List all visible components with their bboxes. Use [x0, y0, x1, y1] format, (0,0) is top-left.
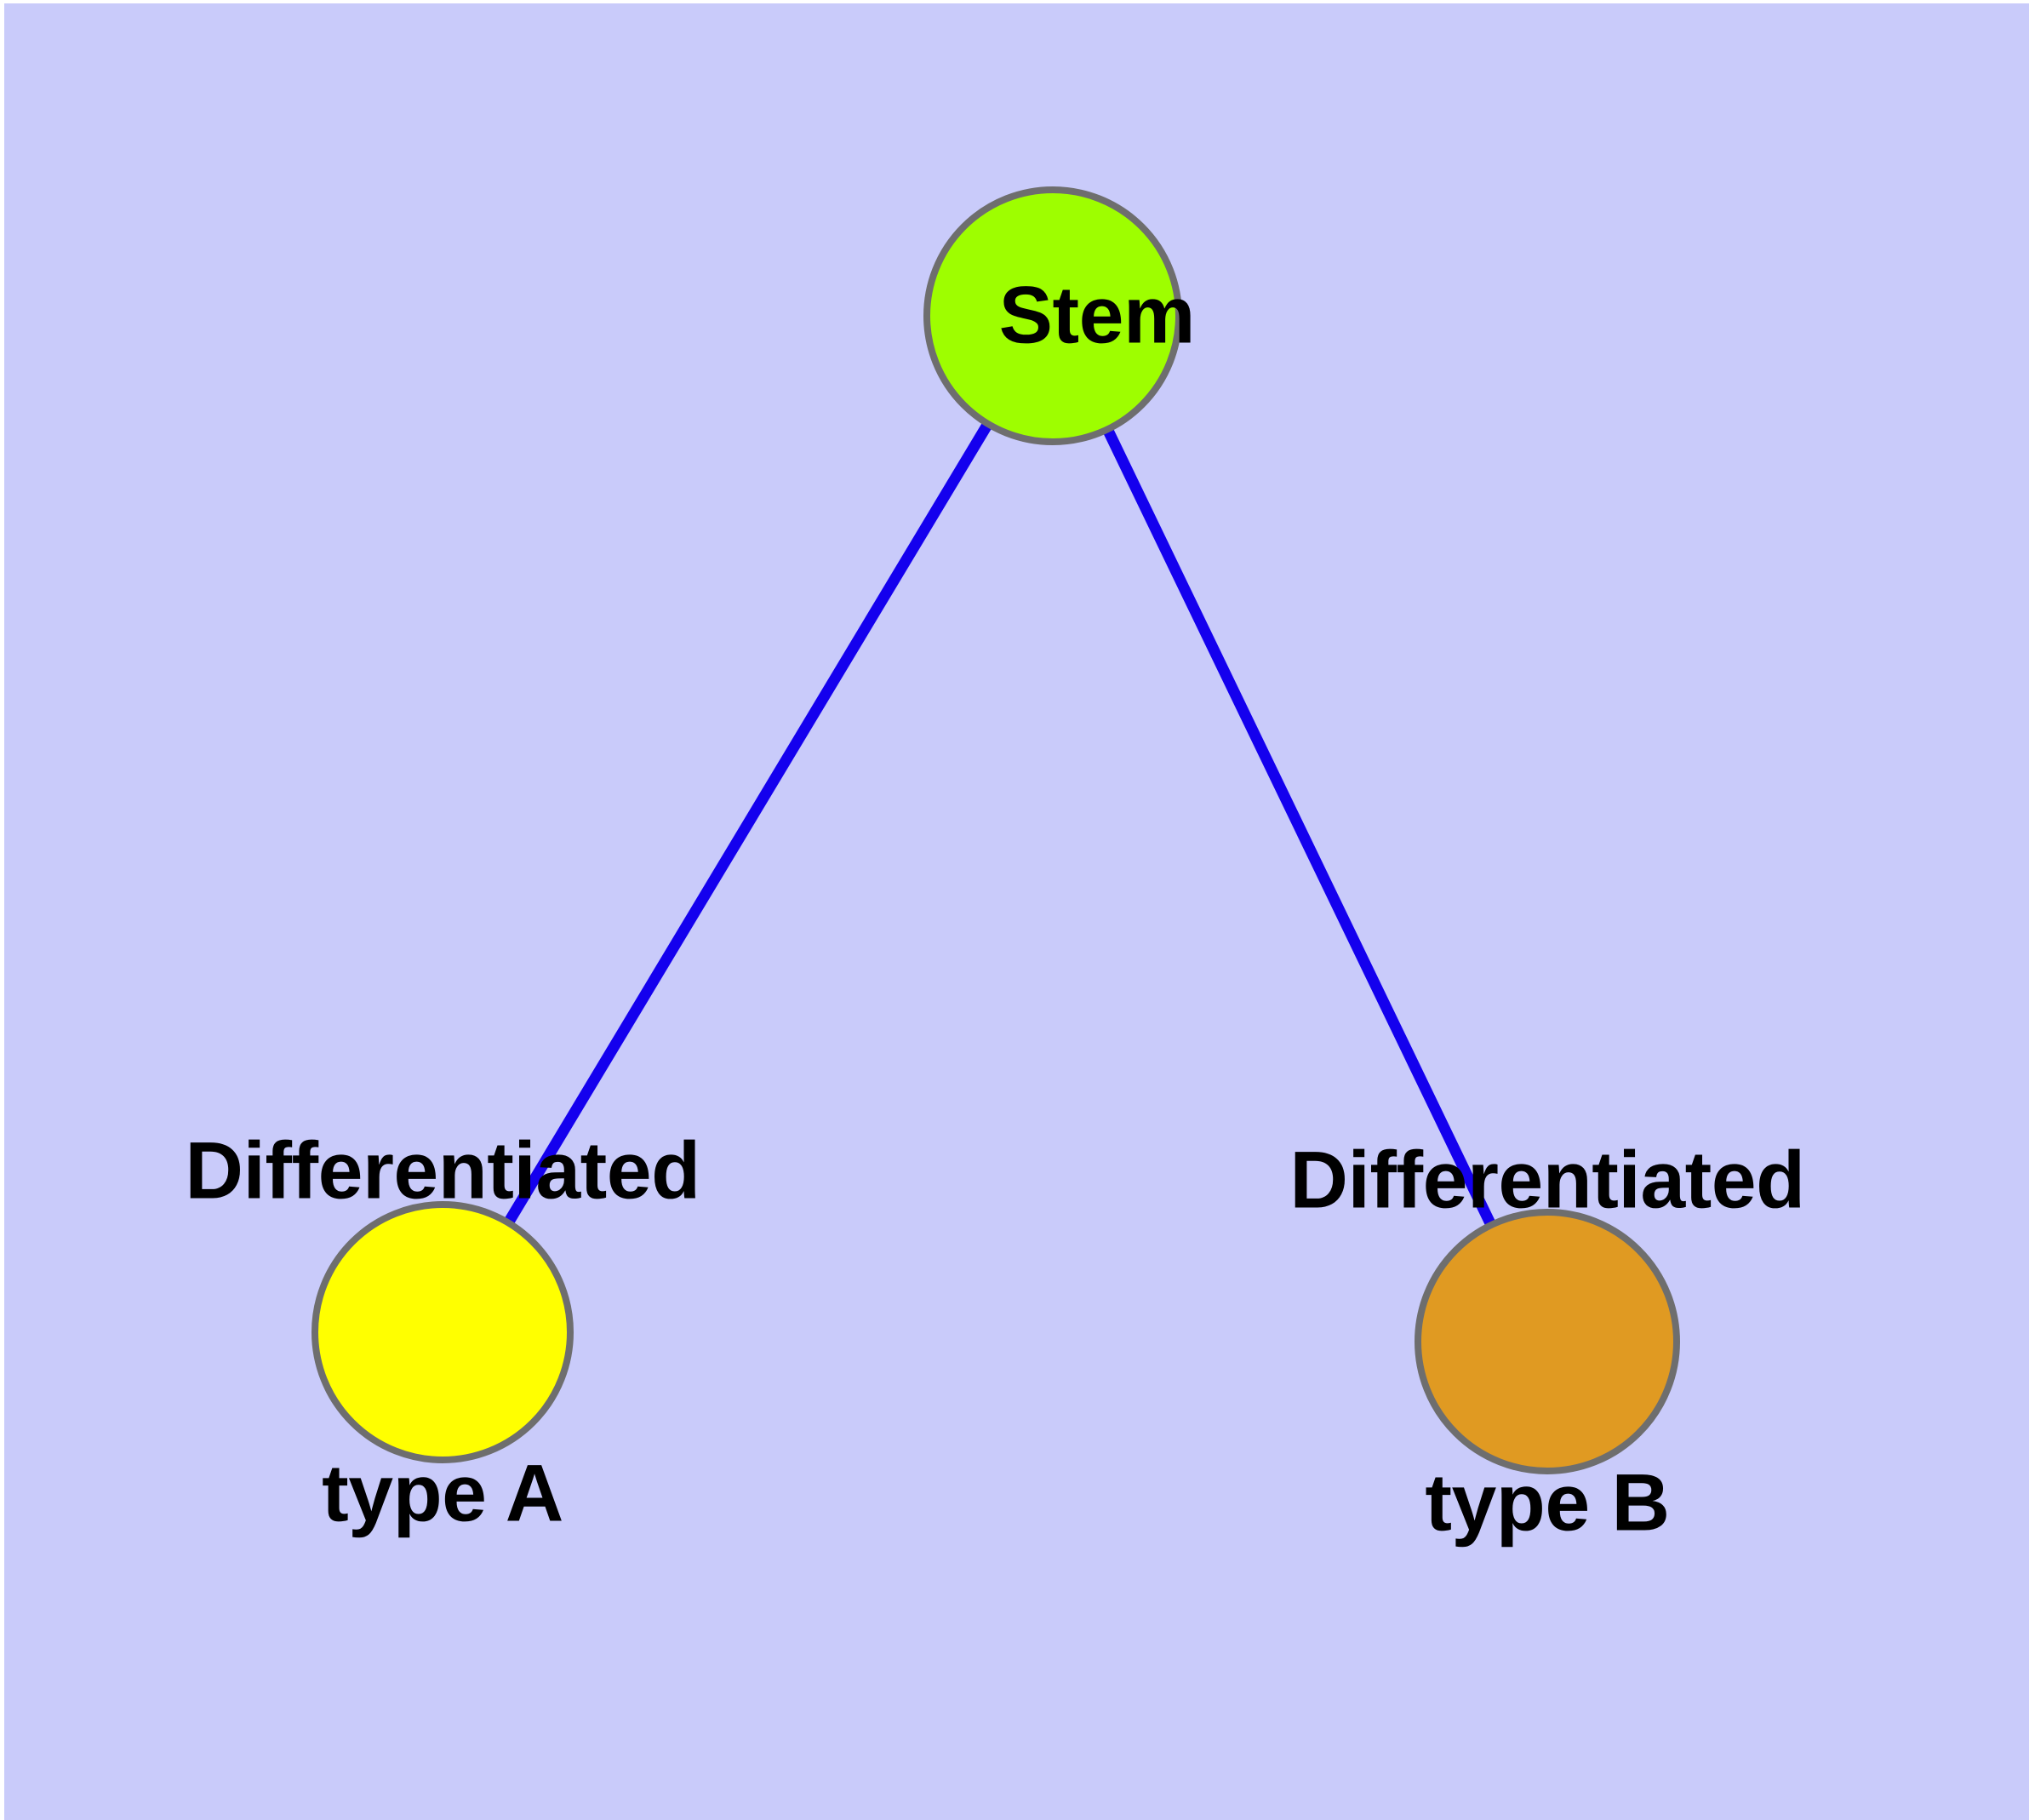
edge-stem-to-differentiated-type-b[interactable] — [1048, 313, 1552, 1344]
node-differentiated-type-b[interactable] — [1415, 1209, 1680, 1474]
edge-layer — [437, 312, 1552, 1344]
node-stem[interactable] — [923, 186, 1182, 445]
edge-stem-to-differentiated-type-a[interactable] — [437, 312, 1058, 1336]
node-differentiated-type-a[interactable] — [311, 1201, 574, 1463]
node-layer — [311, 186, 1680, 1474]
